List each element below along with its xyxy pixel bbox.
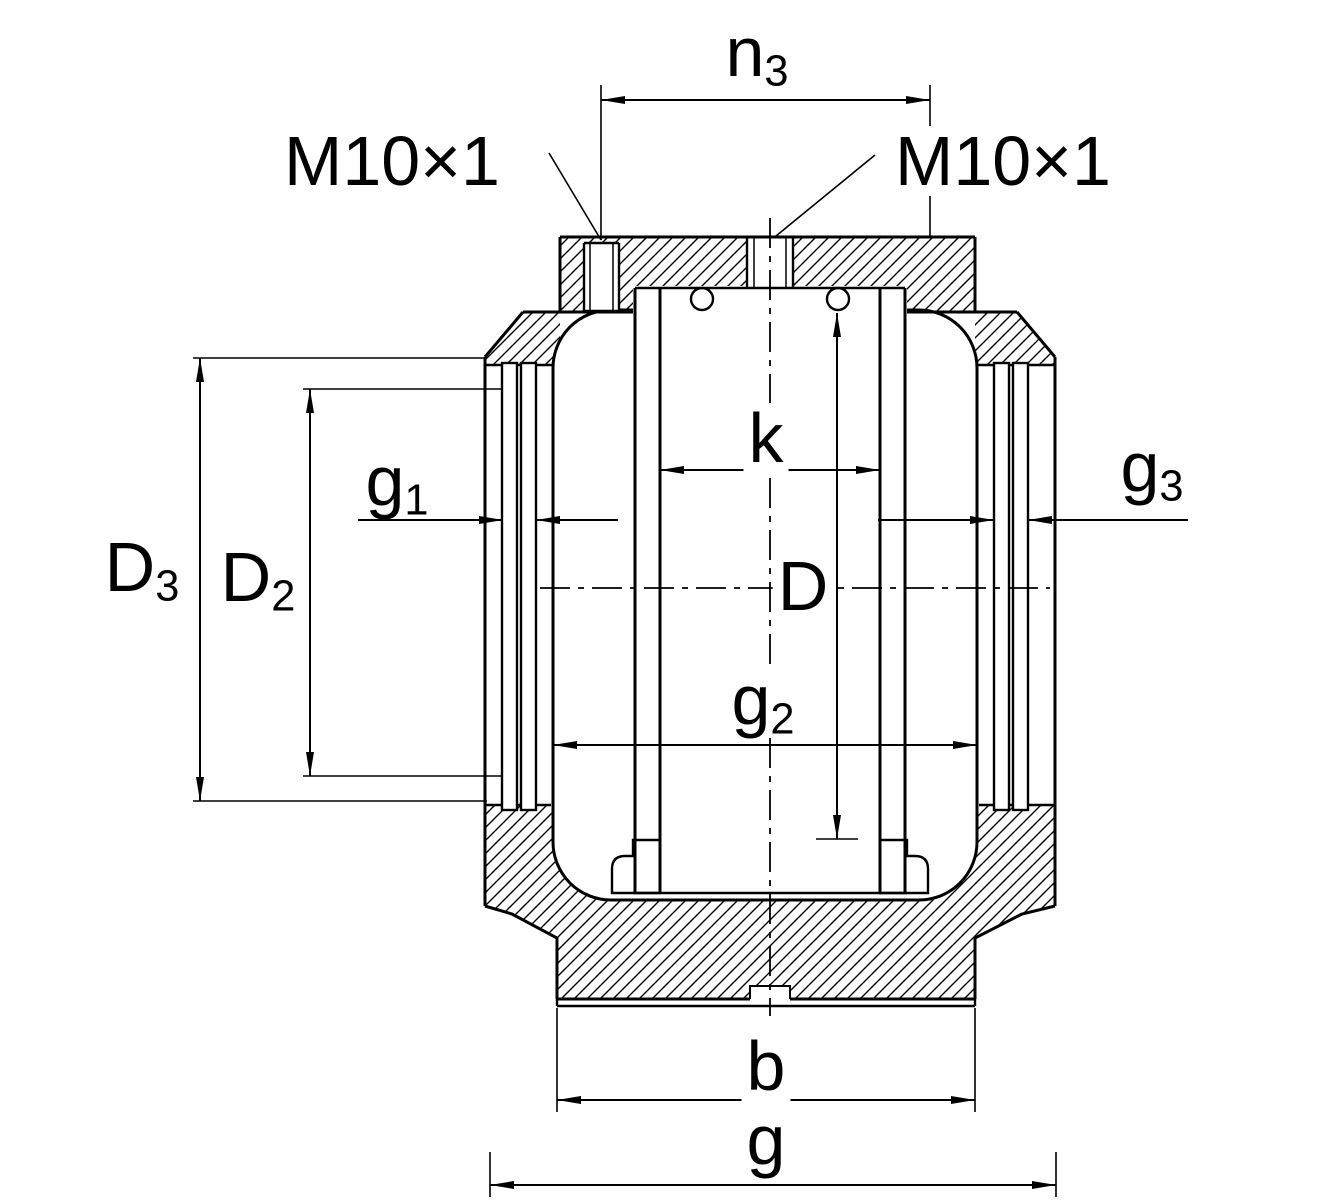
label-k: k — [743, 403, 789, 473]
leader-m10-left — [548, 152, 602, 241]
leader-m10-right — [775, 154, 876, 237]
grease-hole-left — [582, 241, 621, 313]
ext-n3 — [600, 85, 931, 240]
lug-left — [689, 286, 715, 312]
seal-ring-left-inner — [519, 361, 538, 812]
label-b: b — [741, 1031, 791, 1101]
ext-b — [556, 1008, 976, 1112]
label-g2: g2 — [726, 665, 800, 741]
inner-ring-lines — [633, 288, 907, 893]
label-g: g — [741, 1105, 791, 1175]
label-D3: D3 — [99, 532, 185, 608]
seal-ring-left-outer — [500, 361, 519, 812]
seal-ring-right-inner — [992, 361, 1011, 812]
housing-outline — [483, 235, 1057, 1001]
seal-rings — [500, 361, 1030, 812]
ext-g — [489, 1152, 1057, 1197]
lug-right — [825, 286, 851, 312]
ext-D3 — [193, 357, 487, 802]
ext-D2 — [303, 388, 502, 777]
label-m10-left: M10×1 — [279, 126, 505, 196]
seal-ring-right-outer — [1011, 361, 1030, 812]
grease-hole-center — [745, 237, 795, 289]
extension-lines — [193, 85, 1057, 1197]
label-g3: g3 — [1115, 432, 1189, 508]
label-n3: n3 — [720, 17, 794, 93]
centerlines — [540, 218, 1050, 1016]
bearing-components — [551, 237, 979, 999]
label-g1: g1 — [360, 446, 434, 522]
label-D2: D2 — [215, 542, 301, 618]
label-D: D — [772, 551, 834, 621]
label-m10-right: M10×1 — [890, 126, 1116, 196]
